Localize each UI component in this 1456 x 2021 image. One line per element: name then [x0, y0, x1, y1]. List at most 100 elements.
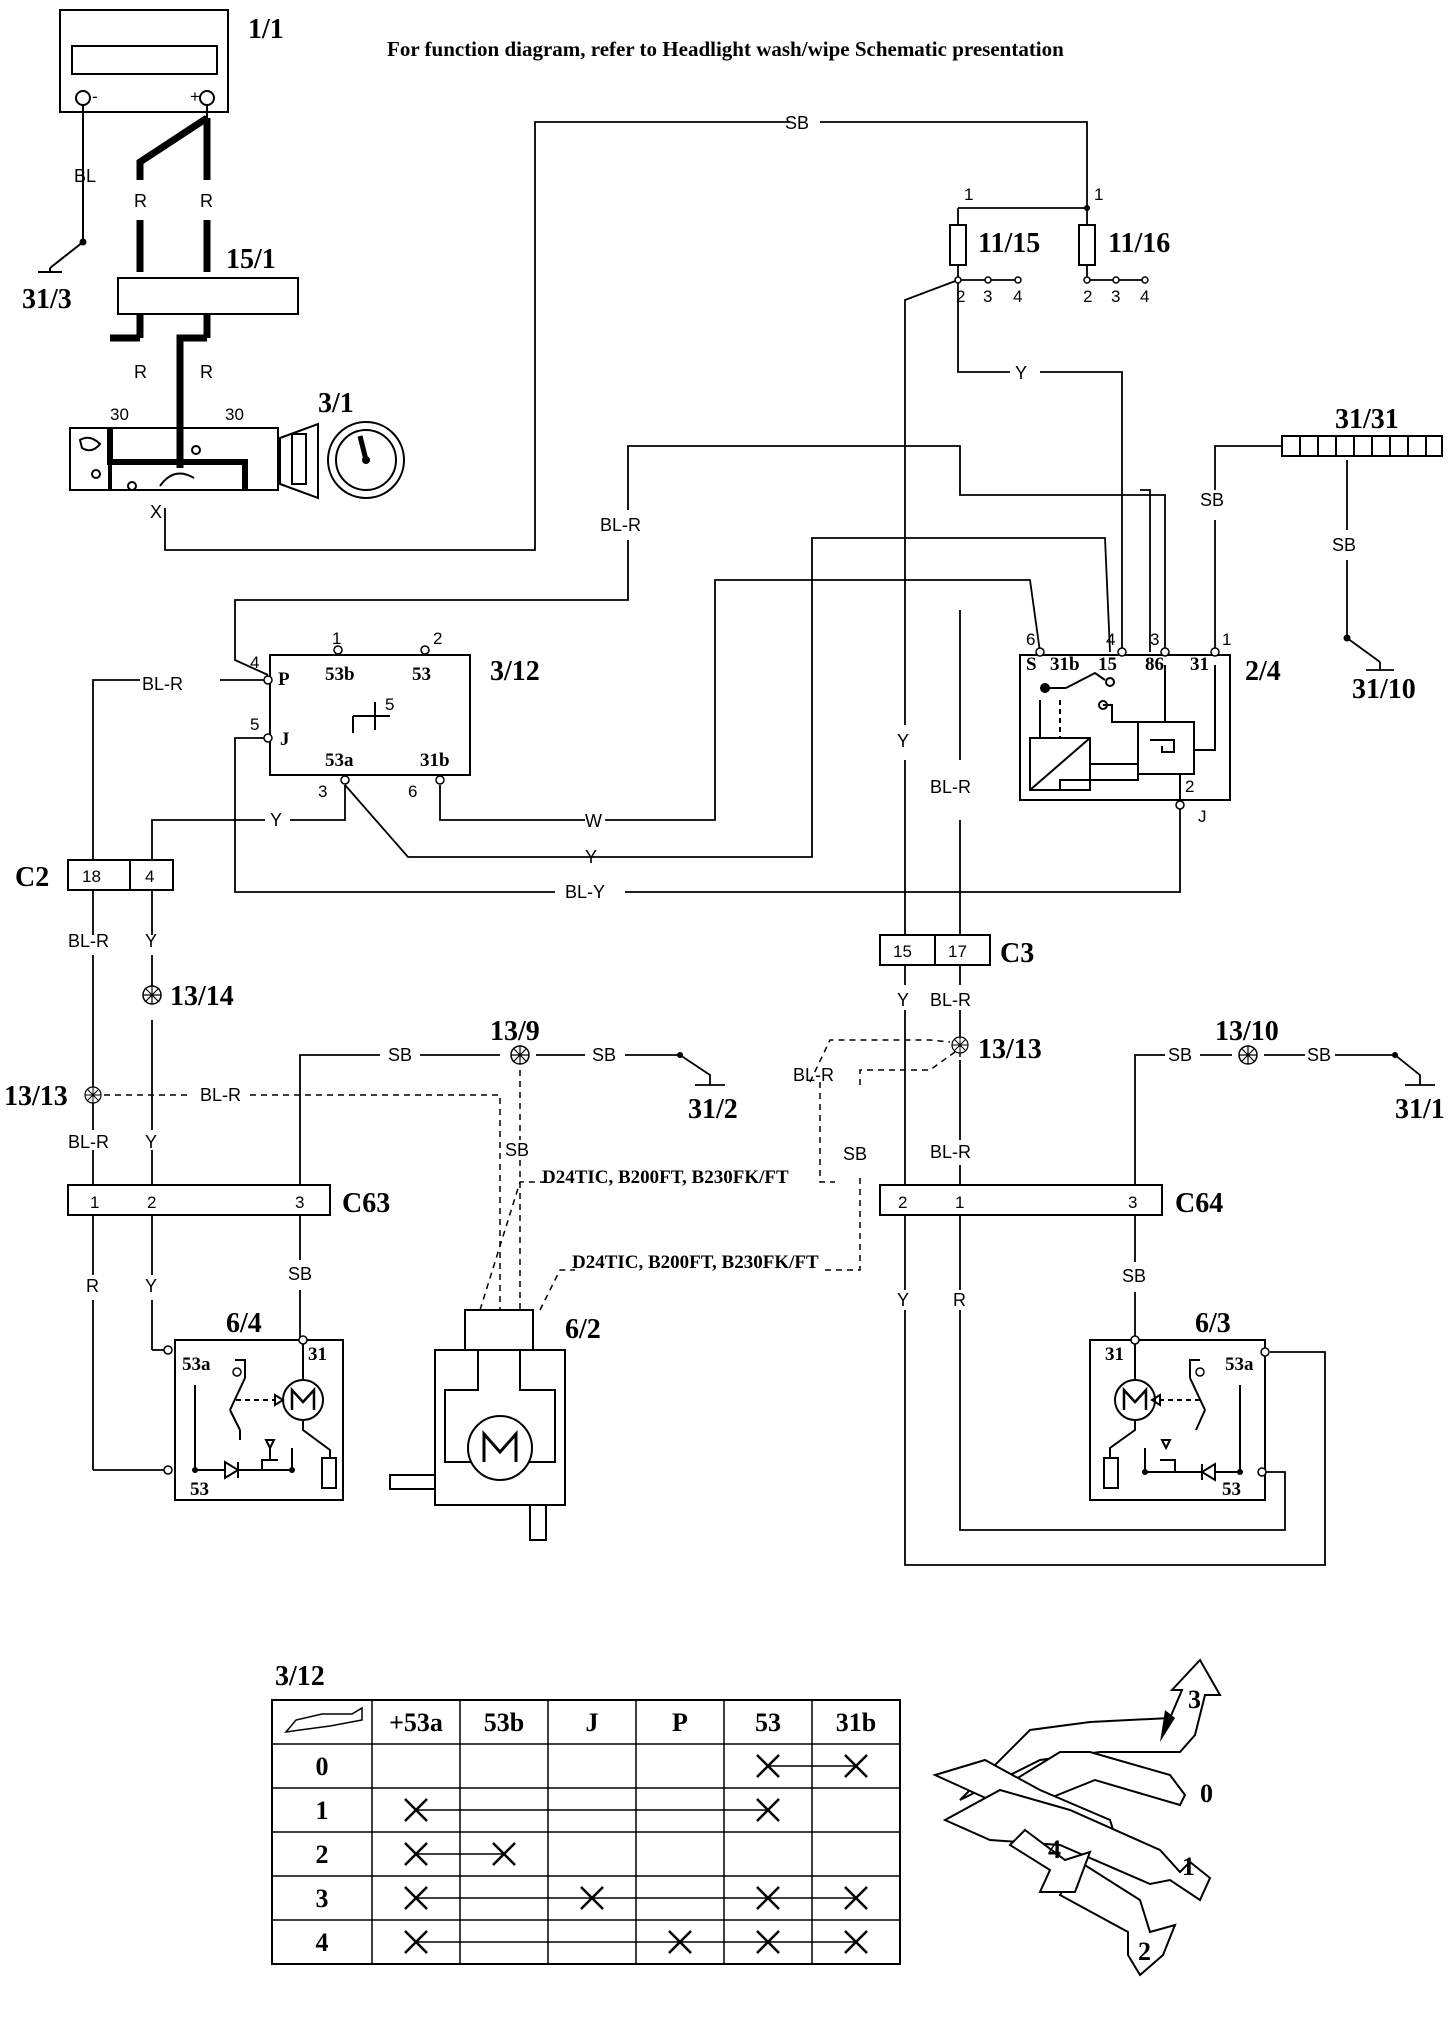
wl-bly: BL-Y [565, 882, 605, 902]
motor-6-2-id: 6/2 [565, 1314, 601, 1345]
main-wiring [92, 121, 1435, 1566]
relay-pin-4: 4 [1106, 630, 1115, 649]
wl-blr-c2b: BL-R [68, 931, 109, 951]
diagram-title: For function diagram, refer to Headlight… [387, 37, 1064, 61]
table-row-pos: 2 [316, 1840, 329, 1869]
table-row-pos: 3 [316, 1884, 329, 1913]
ground-31-3-wire [38, 118, 84, 273]
table-mark [844, 1754, 868, 1778]
wl-y-c3b: Y [897, 990, 909, 1010]
wl-blr-c2: BL-R [142, 674, 183, 694]
motor-6-4-pin-31: 31 [308, 1344, 327, 1365]
motor-6-4-pin-53a: 53a [182, 1354, 211, 1375]
splice-13-13-left-id: 13/13 [4, 1081, 68, 1112]
relay-term-86: 86 [1145, 654, 1164, 675]
switch-term-p: P [278, 669, 290, 690]
wl-y-c3: Y [897, 731, 909, 751]
motor-6-3-id: 6/3 [1195, 1308, 1231, 1339]
wl-sb-139a: SB [388, 1045, 412, 1065]
relay-2-4 [1019, 654, 1231, 801]
wl-blr-dashed: BL-R [200, 1085, 241, 1105]
stalk-pos-4: 4 [1048, 1835, 1061, 1864]
c3-id: C3 [1000, 938, 1034, 969]
switch-pin-6: 6 [408, 782, 417, 801]
splice-13-9 [510, 1045, 530, 1065]
relay-pin-6: 6 [1026, 630, 1035, 649]
wl-w: W [585, 811, 602, 831]
switch-pin-5: 5 [250, 715, 259, 734]
wl-r-c63: R [86, 1276, 99, 1296]
c2-id: C2 [15, 862, 49, 893]
table-mark [404, 1798, 428, 1822]
wire-label-bl: BL [74, 166, 96, 186]
table-header-5: 31b [836, 1708, 876, 1737]
c64-pin-1: 1 [955, 1193, 964, 1212]
wl-sb-1310b: SB [1307, 1045, 1331, 1065]
connector-c63 [67, 1184, 331, 1216]
ground-31-2-id: 31/2 [688, 1094, 738, 1125]
wl-sb-c64: SB [1122, 1266, 1146, 1286]
splice-13-14 [142, 985, 162, 1005]
c64-pin-2: 2 [898, 1193, 907, 1212]
switch-term-31b: 31b [420, 750, 450, 771]
relay-term-31b: 31b [1050, 654, 1080, 675]
table-mark [756, 1930, 780, 1954]
wl-sb-relay: SB [1200, 490, 1224, 510]
switch-term-5: 5 [385, 695, 394, 714]
splice-13-13-right [951, 1036, 969, 1054]
switch-pin-2: 2 [433, 629, 442, 648]
c64-pin-3: 3 [1128, 1193, 1137, 1212]
wl-sb-c63: SB [288, 1264, 312, 1284]
stalk-pos-3: 3 [1188, 1685, 1201, 1714]
motor-6-2 [389, 1309, 566, 1541]
switch-pin-3: 3 [318, 782, 327, 801]
splice-13-10 [1238, 1045, 1258, 1065]
stalk-pos-2: 2 [1138, 1937, 1151, 1966]
relay-pin-1: 1 [1222, 630, 1231, 649]
ignition-pin-30-b: 30 [225, 405, 244, 424]
table-header-2: J [586, 1708, 599, 1737]
fuse-pin-3b: 3 [1111, 287, 1120, 306]
wire-labels: SB Y SB SB BL-R BL-R Y W Y BL-Y Y BL-R B… [68, 113, 1356, 1310]
relay-pin-j: J [1198, 807, 1207, 826]
splice-13-14-id: 13/14 [170, 981, 234, 1012]
relay-term-s: S [1026, 654, 1037, 675]
engine-note-2: D24TIC, B200FT, B230FK/FT [572, 1252, 819, 1273]
wl-y-mid: Y [585, 847, 597, 867]
ignition-pin-30-a: 30 [110, 405, 129, 424]
motor-6-4-pin-53: 53 [190, 1479, 209, 1500]
battery-id: 1/1 [248, 14, 284, 45]
fuse-pin-4b: 4 [1140, 287, 1149, 306]
ground-node [79, 238, 87, 246]
table-mark [580, 1886, 604, 1910]
fuse-pin-2: 2 [956, 287, 965, 306]
c63-id: C63 [342, 1188, 390, 1219]
ground-31-3-id: 31/3 [22, 284, 72, 315]
switch-term-j: J [280, 729, 290, 750]
wiper-switch-id: 3/12 [490, 656, 540, 687]
table-header-4: 53 [755, 1708, 781, 1737]
relay-pin-2: 2 [1185, 777, 1194, 796]
fuse-11-16 [1078, 224, 1096, 266]
table-mark [404, 1930, 428, 1954]
splice-13-13-right-id: 13/13 [978, 1034, 1042, 1065]
battery-minus-label: - [92, 87, 98, 106]
wl-blr-upper: BL-R [600, 515, 641, 535]
ground-31-1-id: 31/1 [1395, 1094, 1445, 1125]
wire-label-x: X [150, 502, 162, 522]
table-row-pos: 1 [316, 1796, 329, 1825]
wl-y-c64: Y [897, 1290, 909, 1310]
switch-pin-4: 4 [250, 653, 259, 672]
switch-pin-1: 1 [332, 629, 341, 648]
relay-term-15: 15 [1098, 654, 1117, 675]
table-mark [844, 1886, 868, 1910]
ignition-switch-id: 3/1 [318, 388, 354, 419]
wire-label-r-2: R [200, 191, 213, 211]
switch-term-53a: 53a [325, 750, 354, 771]
wl-sb-ground: SB [1332, 535, 1356, 555]
fuse-pin-4: 4 [1013, 287, 1022, 306]
dashed-wiring [93, 1039, 961, 1311]
table-mark [756, 1798, 780, 1822]
stalk-pos-1: 1 [1182, 1852, 1195, 1881]
motor-6-4-id: 6/4 [226, 1308, 262, 1339]
